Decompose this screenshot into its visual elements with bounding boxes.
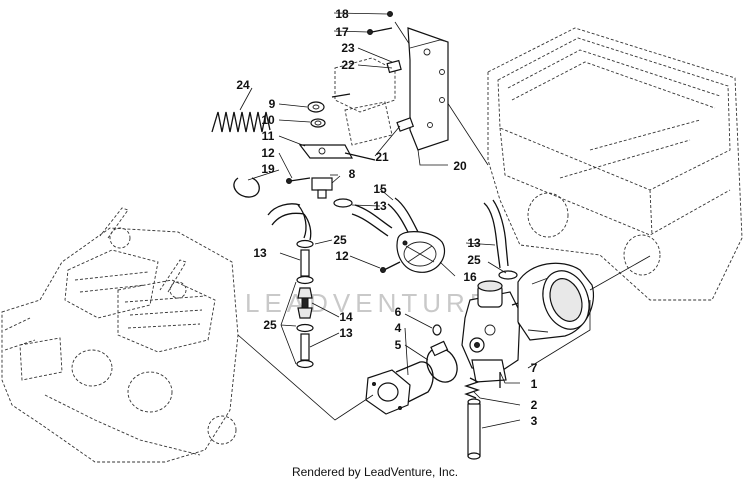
callout-8: 8 (349, 167, 356, 181)
callout-12: 12 (261, 146, 275, 160)
callout-15: 15 (373, 182, 387, 196)
callout-2: 2 (531, 398, 538, 412)
callout-7: 7 (531, 361, 538, 375)
hose-13-right (483, 199, 509, 269)
callout-labels: 18 17 23 22 24 9 10 11 12 19 21 20 8 15 … (236, 7, 537, 428)
tee-fitting-8 (311, 174, 338, 199)
fuel-line-column (296, 239, 314, 369)
callout-20: 20 (453, 159, 467, 173)
callout-18: 18 (335, 7, 349, 21)
leader-engine (237, 334, 374, 421)
callout-14: 14 (339, 310, 353, 324)
callout-21: 21 (375, 150, 389, 164)
screw-17 (367, 27, 393, 35)
callout-13-right: 13 (467, 236, 481, 250)
watermark: LEADVENTURE (245, 288, 492, 318)
washer-10 (310, 118, 326, 128)
clamp-5 (426, 340, 458, 383)
callout-4: 4 (395, 321, 402, 335)
footer-credit: Rendered by LeadVenture, Inc. (292, 465, 458, 479)
clamp-25-right (498, 270, 518, 280)
hose-13-left (267, 203, 312, 241)
intake-adapter-4 (365, 361, 434, 415)
screw-18 (387, 11, 393, 17)
callout-24: 24 (236, 78, 250, 92)
engine-block (1, 207, 239, 463)
choke-lever-11 (298, 144, 376, 161)
fuel-pump-16 (396, 231, 446, 273)
spring-2 (463, 377, 481, 399)
callout-6: 6 (395, 305, 402, 319)
callout-25-pump: 25 (333, 233, 347, 247)
intake-boot-7 (517, 262, 594, 341)
airbox-housing (487, 27, 743, 301)
callout-19: 19 (261, 162, 275, 176)
callout-25-right: 25 (467, 253, 481, 267)
callout-9: 9 (269, 97, 276, 111)
clamp-19 (233, 177, 260, 198)
callout-1: 1 (531, 377, 538, 391)
callout-10: 10 (261, 113, 275, 127)
mounting-bracket (407, 27, 449, 151)
clamp-25-pump (333, 198, 353, 208)
callout-12-pump: 12 (335, 249, 349, 263)
spring-24 (211, 111, 271, 133)
callout-23: 23 (341, 41, 355, 55)
callout-16: 16 (463, 270, 477, 284)
callout-17: 17 (335, 25, 349, 39)
screw-6 (432, 324, 442, 336)
callout-3: 3 (531, 414, 538, 428)
callout-13-left: 13 (253, 246, 267, 260)
callout-13-pump: 13 (373, 199, 387, 213)
callout-5: 5 (395, 338, 402, 352)
leader-lines (239, 12, 591, 429)
callout-11: 11 (262, 129, 275, 143)
carburetor-1 (461, 280, 533, 388)
callout-25-filter: 25 (263, 318, 277, 332)
callout-22: 22 (341, 58, 355, 72)
screw-12b (380, 261, 401, 273)
leader-airbox-boot (589, 255, 651, 291)
solenoid-assembly (331, 57, 415, 146)
drain-tube-3 (467, 398, 481, 460)
washer-9 (307, 101, 325, 113)
screw-12 (286, 177, 311, 184)
callout-13-filter: 13 (339, 326, 353, 340)
